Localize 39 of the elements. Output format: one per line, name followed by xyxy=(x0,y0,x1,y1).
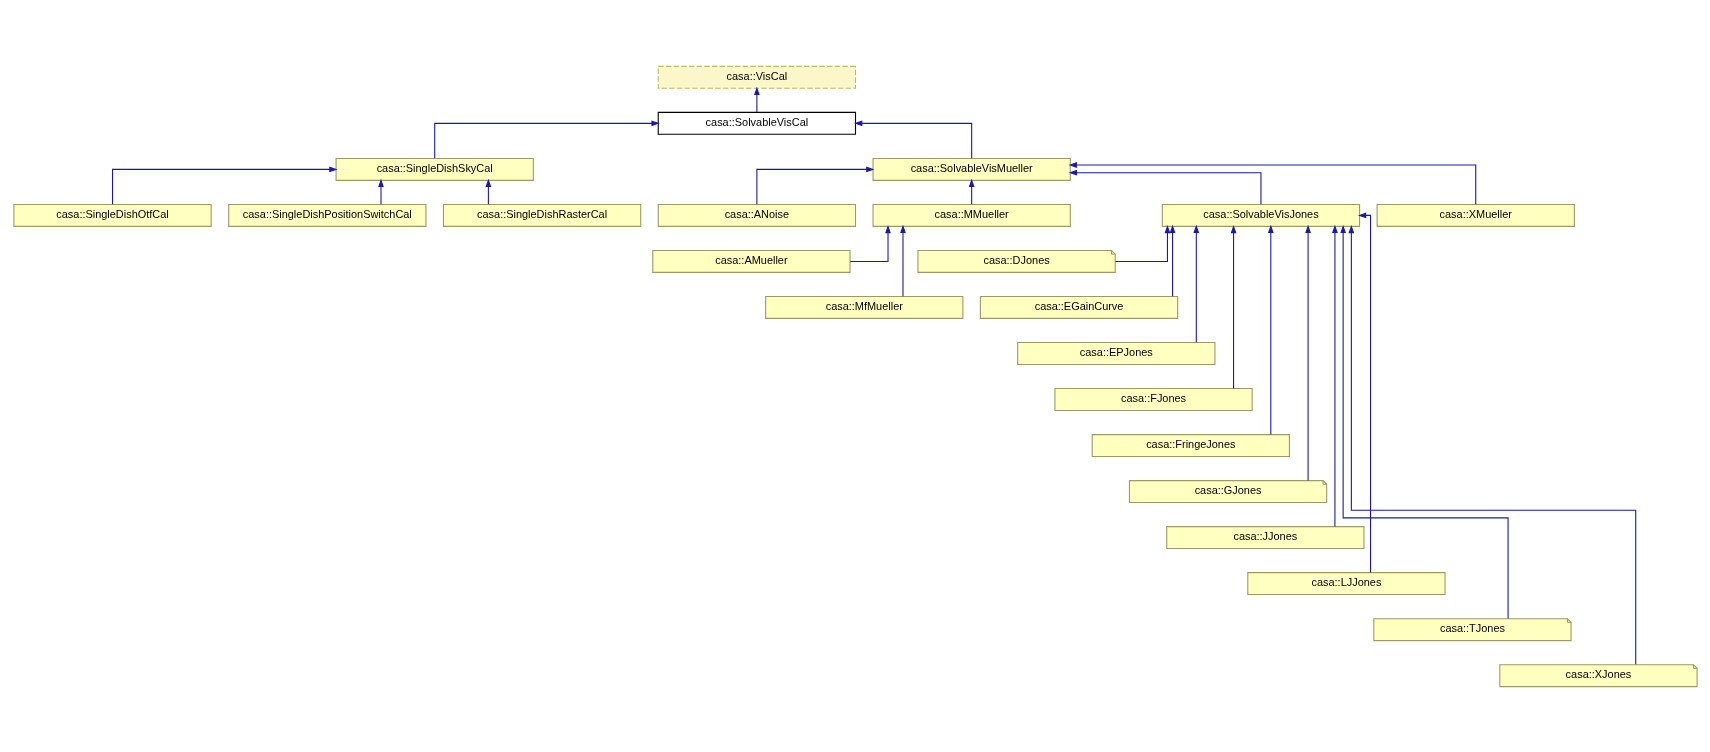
node-box: casa::JJones xyxy=(1165,525,1364,549)
arrow xyxy=(849,224,891,262)
node-box: casa::SolvableVisJones xyxy=(1161,203,1360,227)
arrow xyxy=(1267,224,1274,435)
arrow xyxy=(899,224,906,297)
arrow xyxy=(1192,224,1199,343)
arrow xyxy=(433,119,660,159)
arrow xyxy=(1068,161,1476,205)
arrow xyxy=(755,166,874,205)
arrow xyxy=(377,178,384,205)
arrow xyxy=(1068,169,1261,205)
arrow xyxy=(111,166,337,205)
node-box: casa::FringeJones xyxy=(1091,433,1290,457)
node-box: casa::LJJones xyxy=(1246,571,1446,595)
node-box: casa::SingleDishOtfCal xyxy=(12,203,212,227)
node-box: casa::SolvableVisCal xyxy=(657,111,856,135)
node-box: casa::VisCal xyxy=(657,65,856,89)
node-box: casa::FJones xyxy=(1053,387,1253,411)
node-box: casa::AMueller xyxy=(651,249,851,273)
node-box: casa::EGainCurve xyxy=(979,295,1178,319)
node-box: casa::MfMueller xyxy=(764,295,963,319)
node-box: casa::SingleDishSkyCal xyxy=(335,157,534,181)
node-box: casa::MMueller xyxy=(872,203,1071,227)
arrow xyxy=(1114,224,1170,262)
arrow xyxy=(1304,224,1311,481)
node-box: casa::EPJones xyxy=(1016,341,1215,365)
node-box: casa::SingleDishPositionSwitchCal xyxy=(227,203,426,227)
node-box: casa::SolvableVisMueller xyxy=(872,157,1071,181)
arrow xyxy=(1169,224,1175,297)
node-box: casa::ANoise xyxy=(657,203,856,227)
arrow xyxy=(1339,224,1509,619)
arrow xyxy=(1347,224,1636,665)
node-box: casa::SingleDishRasterCal xyxy=(442,203,641,227)
arrow xyxy=(1230,224,1236,389)
arrow xyxy=(1357,212,1371,573)
arrow xyxy=(853,119,972,159)
arrow xyxy=(1331,224,1338,527)
arrow xyxy=(753,86,760,113)
node-box: casa::XMueller xyxy=(1376,203,1575,227)
